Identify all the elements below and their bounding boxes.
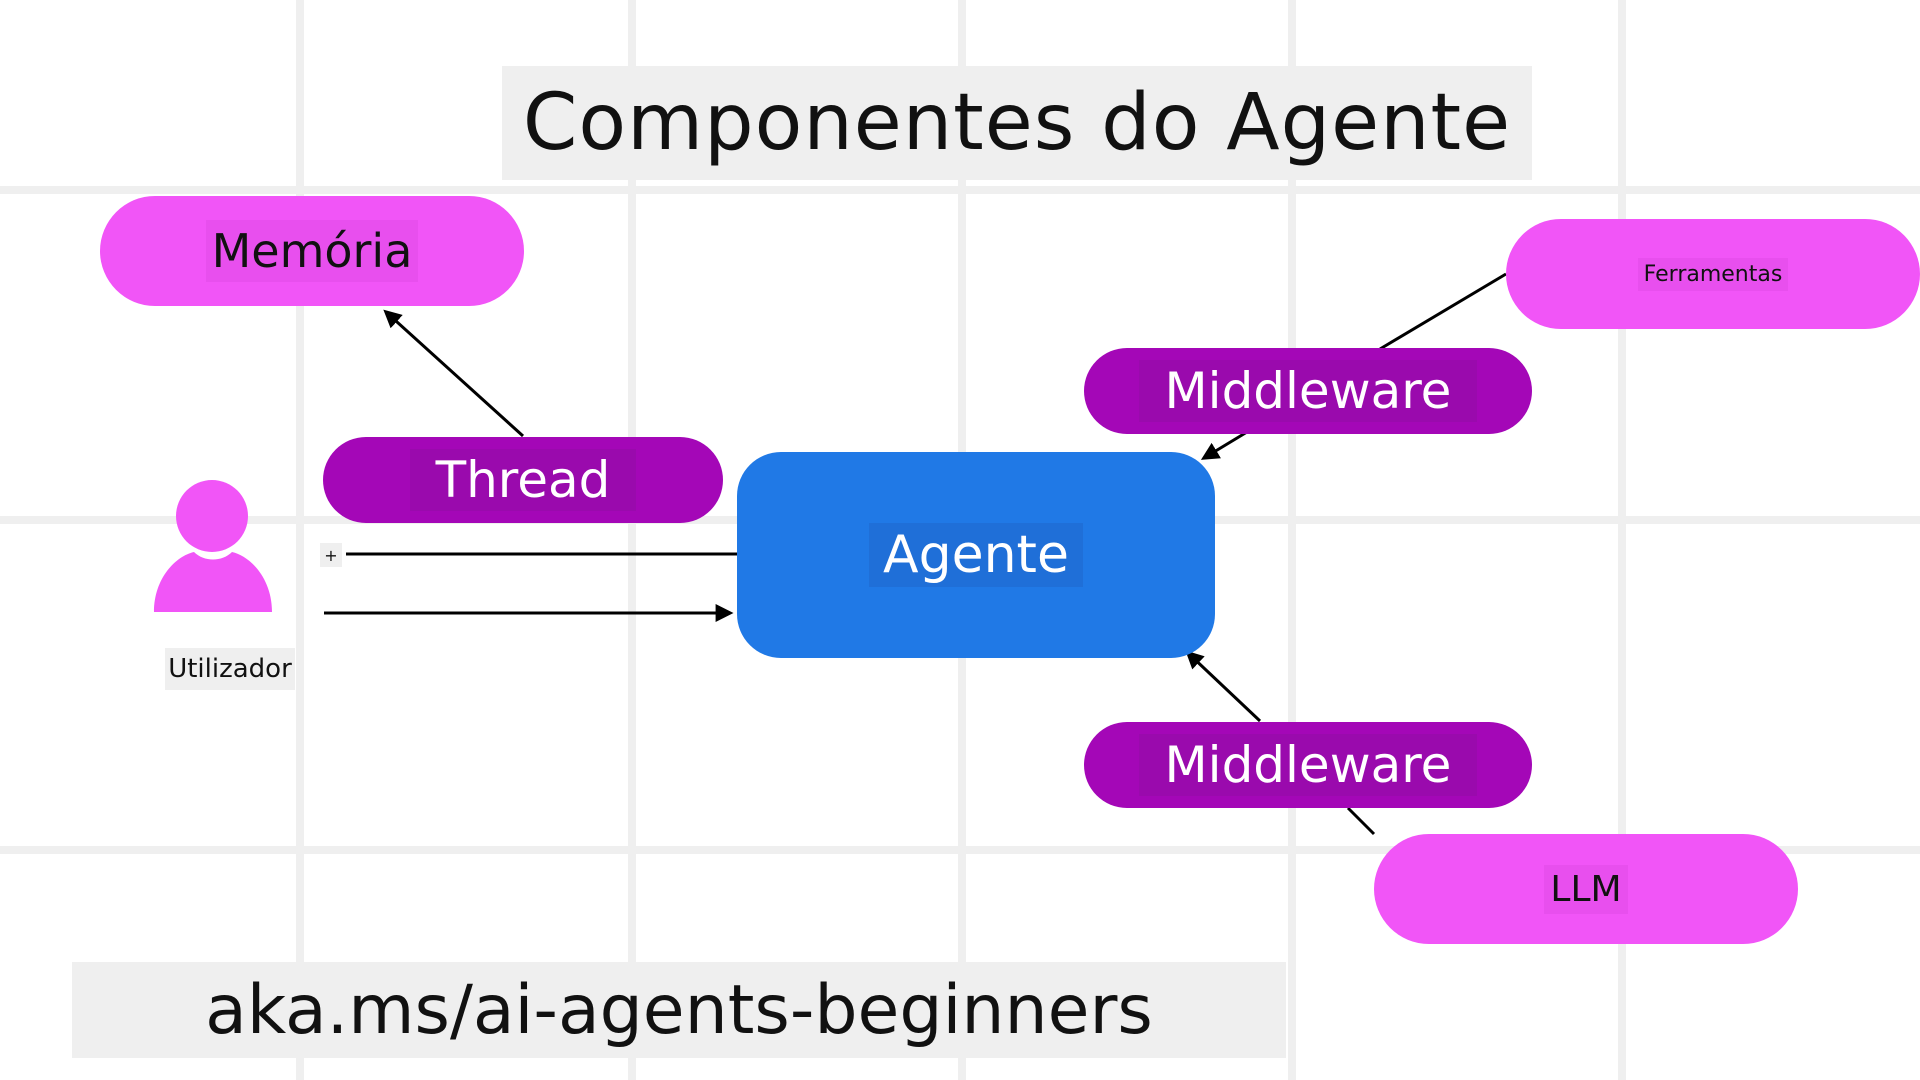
user-label: Utilizador (165, 648, 295, 690)
node-agent-label: Agente (869, 523, 1083, 587)
node-memory: Memória (100, 196, 524, 306)
node-llm-label: LLM (1544, 864, 1628, 914)
node-memory-label: Memória (205, 220, 419, 282)
node-middleware-top: Middleware (1084, 348, 1532, 434)
arrow-thread-to-memory (383, 309, 525, 438)
node-agent: Agente (737, 452, 1215, 658)
node-tools: Ferramentas (1506, 219, 1920, 329)
connector-llm-to-middleware (1346, 806, 1376, 836)
footer-url: aka.ms/ai-agents-beginners (205, 970, 1153, 1050)
plus-mark: + (320, 543, 342, 567)
grid-line (628, 0, 636, 1080)
arrow-middleware-to-agent-top (1200, 430, 1248, 460)
diagram-title: Componentes do Agente (522, 78, 1512, 168)
node-llm: LLM (1374, 834, 1798, 944)
footer-background (72, 962, 1286, 1058)
node-middleware-top-label: Middleware (1138, 360, 1478, 422)
grid-line (0, 846, 1920, 854)
title-background (502, 66, 1532, 180)
node-middleware-bottom-label: Middleware (1138, 734, 1478, 796)
grid-line (296, 0, 304, 1080)
node-middleware-bottom: Middleware (1084, 722, 1532, 808)
arrow-middleware-to-agent-bottom (1185, 650, 1262, 723)
user-icon (154, 480, 272, 612)
connector-tools-to-middleware (1379, 272, 1507, 351)
grid-line (0, 186, 1920, 194)
node-thread-label: Thread (409, 449, 637, 511)
node-thread: Thread (323, 437, 723, 523)
node-tools-label: Ferramentas (1637, 257, 1789, 291)
grid-line (1618, 0, 1626, 1080)
grid-line (1288, 0, 1296, 1080)
